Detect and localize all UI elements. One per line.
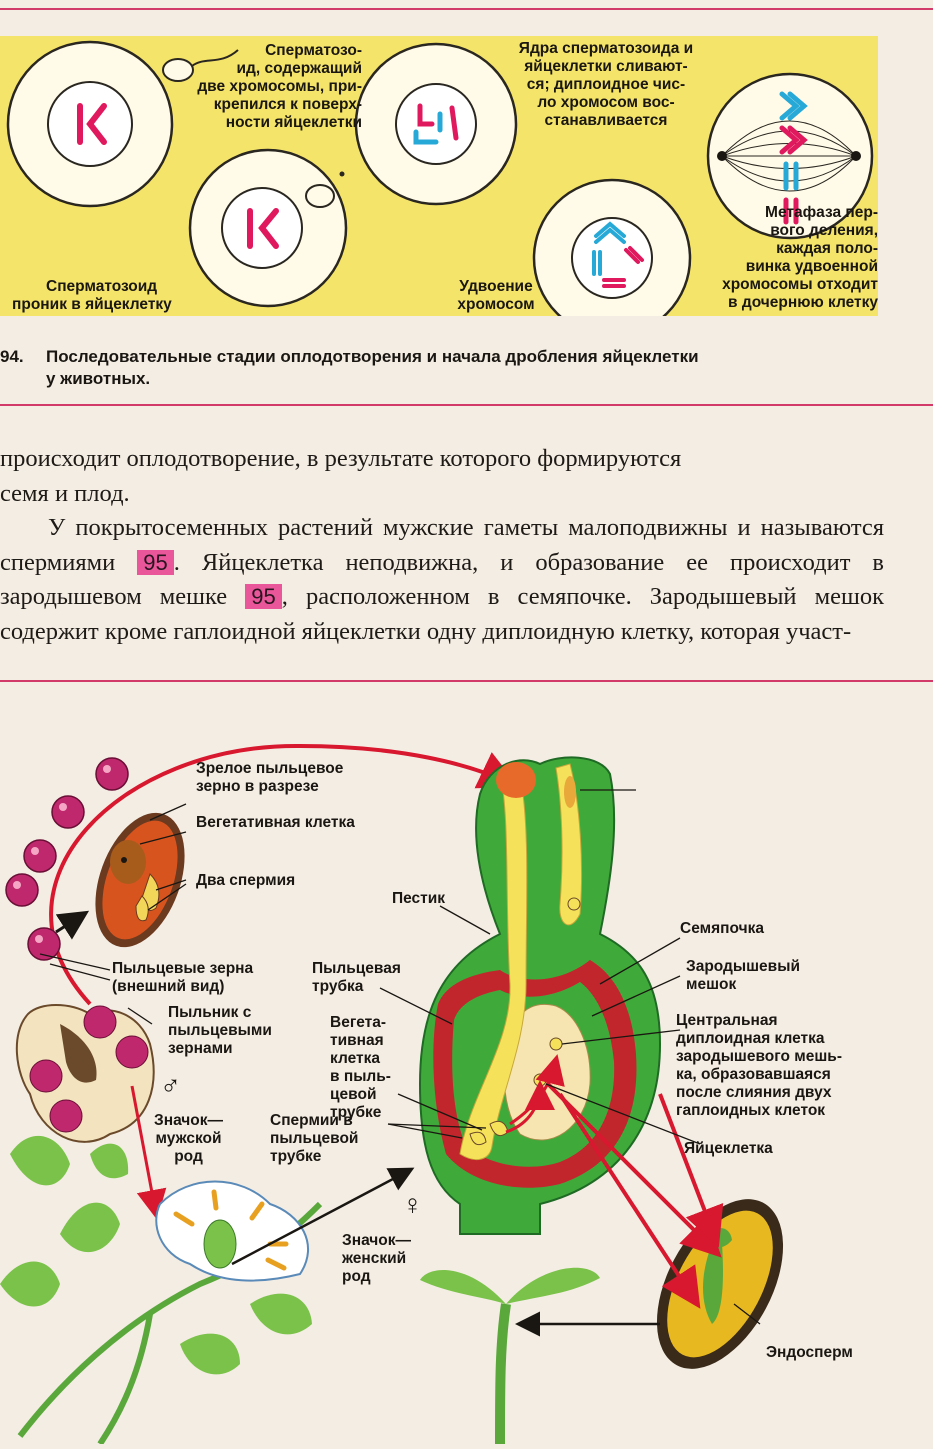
caption-line-2: у животных. <box>46 369 151 388</box>
label-central-cell: Центральная диплоидная клетка зародышево… <box>676 1012 842 1119</box>
label-mature-pollen: Зрелое пыльцевое зерно в разрезе <box>196 760 344 795</box>
label-sperm-attached: Сперматозо- ид, содержащий две хромосомы… <box>197 42 362 131</box>
figure-reference-95[interactable]: 95 <box>245 584 282 609</box>
paragraph-1: происходит оплодотворение, в результате … <box>0 442 884 511</box>
fertilization-diagram <box>6 40 874 338</box>
pollen-grain-section <box>95 812 185 948</box>
paragraph-1-line-2: семя и плод. <box>0 479 130 507</box>
chromosomes-3 <box>413 103 459 145</box>
pollen-grains <box>5 757 129 961</box>
double-fertilization-diagram <box>0 743 784 1446</box>
label-doubling: Удвоение хромосом <box>457 278 535 313</box>
label-sperm-penetrated: Сперматозоид проник в яйцеклетку <box>12 278 172 313</box>
chromosomes-1 <box>77 103 107 145</box>
label-pollen-grains: Пыльцевые зерна (внешний вид) <box>112 960 254 995</box>
figure-reference-95[interactable]: 95 <box>137 549 174 575</box>
label-endosperm: Эндосперм <box>766 1344 853 1361</box>
label-male-sign: Значок— мужской род <box>154 1112 224 1165</box>
label-female-sign: Значок— женский род <box>342 1232 412 1285</box>
label-nuclei-merge: Ядра сперматозоида и яйцеклетки сливают-… <box>518 40 694 129</box>
figure-95-double-fertilization: Зрелое пыльцевое зерно в разрезе Вегетат… <box>0 684 933 1446</box>
label-anther: Пыльник с пыльцевыми зернами <box>168 1004 272 1057</box>
spindle-fibers <box>721 120 857 192</box>
label-metaphase: Метафаза пер- вого деления, каждая поло-… <box>722 204 878 311</box>
body-text: происходит оплодотворение, в результате … <box>0 442 884 649</box>
section-rule <box>0 680 933 682</box>
sperm-tail-1 <box>191 49 239 67</box>
label-two-sperms: Два спермия <box>196 872 296 889</box>
label-vegetative-in-tube: Вегета- тивная клетка в пыль- цевой труб… <box>330 1014 391 1121</box>
anther <box>15 1004 155 1143</box>
label-pollen-tube: Пыльцевая трубка <box>312 960 401 995</box>
sperm-nucleus-2 <box>305 184 335 208</box>
figure-94-fertilization-stages: Сперматозо- ид, содержащий две хромосомы… <box>0 36 878 338</box>
top-rule <box>0 8 933 10</box>
zygote-nucleus-4 <box>571 217 653 299</box>
zygote-nucleus-3 <box>395 83 477 165</box>
male-flower-plant <box>0 1135 323 1446</box>
chromosomes-5 <box>779 91 808 225</box>
label-egg-cell: Яйцеклетка <box>684 1140 773 1157</box>
paragraph-1-line-1: происходит оплодотворение, в результате … <box>0 445 682 472</box>
caption-number: 94. <box>0 347 24 366</box>
arrow-to-embryo <box>558 1092 701 1309</box>
male-sign-icon: ♂ <box>160 1069 181 1100</box>
arrow-flower-to-pistil <box>231 1167 415 1266</box>
pollination-arrow <box>49 743 520 1006</box>
label-pistil: Пестик <box>392 890 446 907</box>
female-sign-icon: ♀ <box>402 1189 423 1220</box>
figure-94-caption: 94. Последовательные стадии оплодотворени… <box>0 346 900 390</box>
label-ovule: Семяпочка <box>680 920 764 937</box>
label-vegetative-cell: Вегетативная клетка <box>196 814 355 831</box>
chromosomes-2 <box>247 208 279 249</box>
seedling <box>420 1267 600 1445</box>
caption-line-1: Последовательные стадии оплодотворения и… <box>46 347 699 366</box>
caption-rule <box>0 404 933 406</box>
pistil <box>418 756 662 1235</box>
label-embryo-sac: Зародышевый мешок <box>686 958 800 993</box>
sperm-head-1 <box>162 58 194 82</box>
chromosomes-4 <box>592 221 644 288</box>
paragraph-2: У покрытосеменных растений мужские гамет… <box>0 514 884 645</box>
label-sperms-in-tube: Спермии в пыльцевой трубке <box>270 1112 359 1165</box>
